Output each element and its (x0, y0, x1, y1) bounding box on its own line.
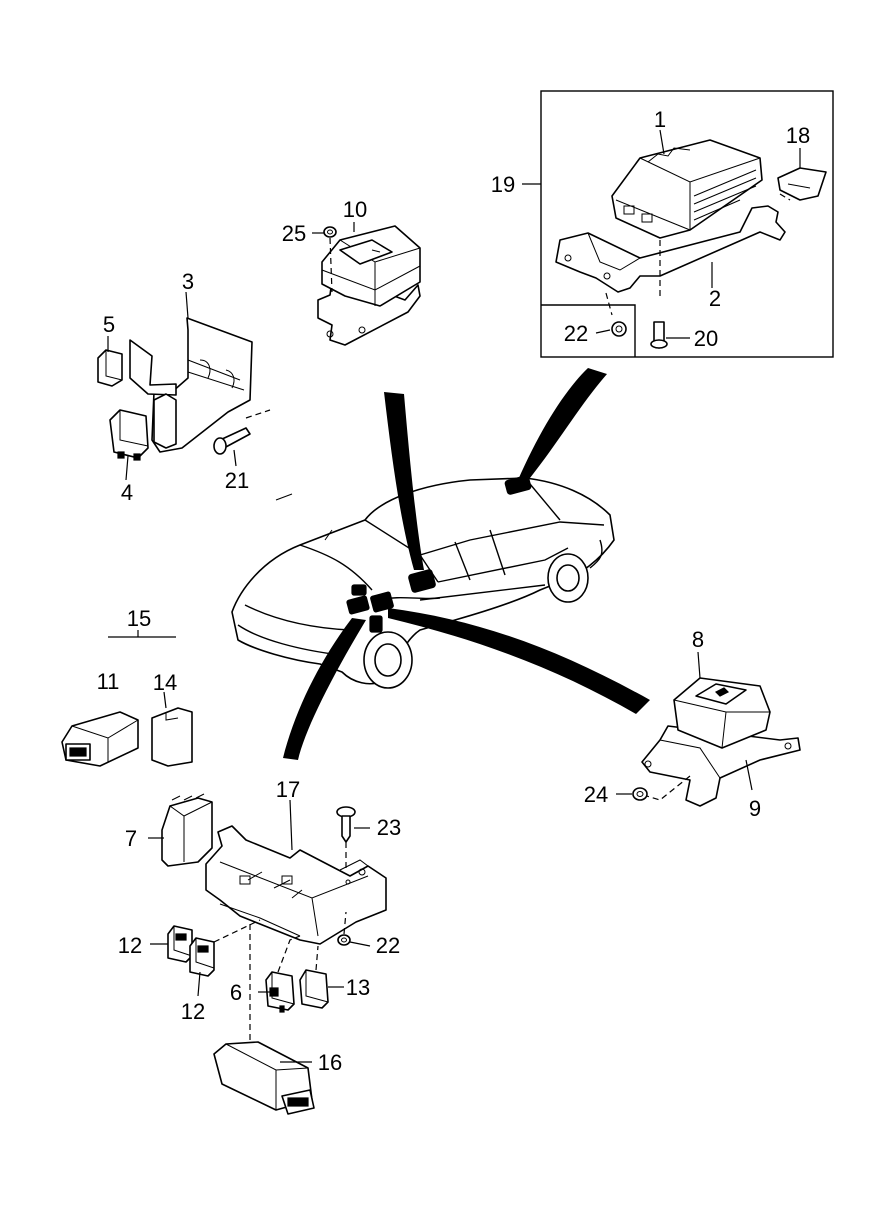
car-illustration (231, 475, 615, 689)
callout-16: 16 (318, 1050, 342, 1075)
callout-20: 20 (694, 326, 718, 351)
callout-4: 4 (121, 480, 133, 505)
callout-23: 23 (377, 815, 401, 840)
callout-9: 9 (749, 796, 761, 821)
control-unit-group-15 (61, 630, 193, 767)
callout-7: 7 (125, 826, 137, 851)
relay-bracket-assembly-3 (97, 317, 271, 461)
pointer-to-inset (518, 368, 607, 480)
pointer-to-part-8 (388, 608, 650, 714)
callout-15: 15 (127, 606, 151, 631)
callout-5: 5 (103, 312, 115, 337)
callout-1: 1 (654, 107, 666, 132)
callout-21: 21 (225, 468, 249, 493)
pointer-to-part-10 (384, 392, 424, 570)
callout-labels: 1 2 3 4 5 6 7 8 9 10 11 12 12 13 14 15 1… (97, 107, 811, 1075)
callout-24: 24 (584, 782, 608, 807)
control-module-assembly (555, 139, 827, 349)
callout-18: 18 (786, 123, 810, 148)
callout-17: 17 (276, 777, 300, 802)
inset-frame (540, 90, 834, 358)
callout-22b: 22 (376, 933, 400, 958)
callout-12b: 12 (181, 999, 205, 1024)
leader-lines (107, 129, 801, 1063)
callout-8: 8 (692, 627, 704, 652)
module-assembly-8 (632, 677, 801, 807)
callout-6: 6 (230, 980, 242, 1005)
inset-frame-notch (541, 304, 636, 357)
pointer-to-part-17 (283, 618, 366, 760)
callout-2: 2 (709, 286, 721, 311)
fuse-tray-assembly-17 (161, 793, 387, 1115)
callout-14: 14 (153, 670, 177, 695)
callout-11: 11 (97, 669, 120, 694)
callout-13: 13 (346, 975, 370, 1000)
callout-10: 10 (343, 197, 367, 222)
callout-19: 19 (491, 172, 515, 197)
callout-12a: 12 (118, 933, 142, 958)
callout-22a: 22 (564, 321, 588, 346)
callout-25: 25 (282, 221, 306, 246)
relay-box-assembly-10 (317, 225, 421, 346)
callout-3: 3 (182, 269, 194, 294)
